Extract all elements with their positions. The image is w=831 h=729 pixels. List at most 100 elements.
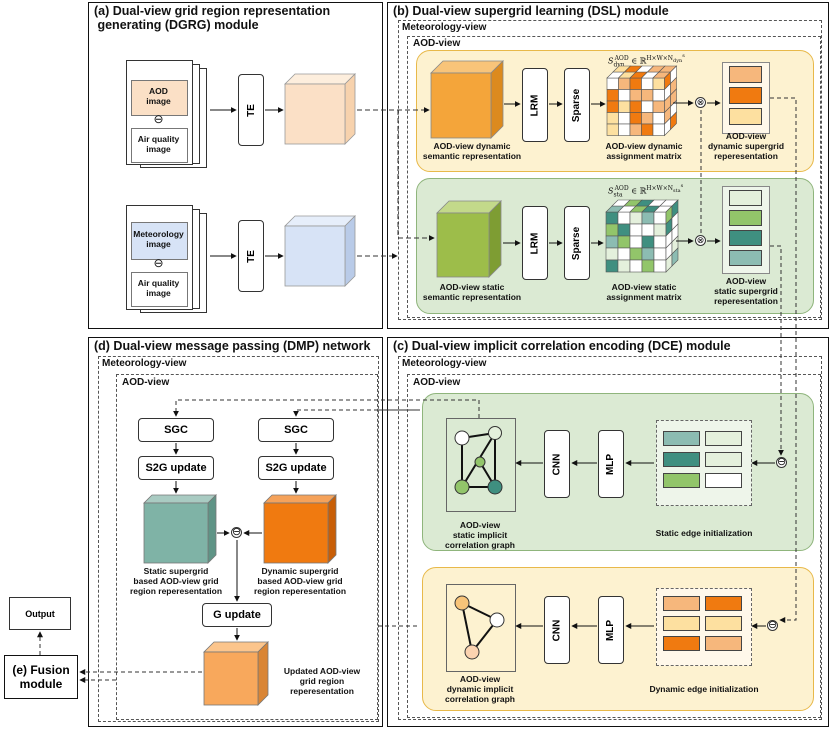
matrix-cell <box>652 112 665 125</box>
te-block-met: TE <box>238 220 264 292</box>
matrix-cell <box>641 223 655 237</box>
otimes-icon-dynamic: ⊗ <box>695 97 706 108</box>
graph-node <box>454 430 470 446</box>
dynamic-correlation-graph <box>461 602 498 653</box>
matrix-cell <box>652 100 665 113</box>
matrix-cell <box>641 235 655 249</box>
minus-icon: ⊖ <box>153 256 164 270</box>
otimes-icon-static: ⊗ <box>695 235 706 246</box>
matrix-cell <box>629 247 643 261</box>
dynamic-assignment-caption: AOD-view dynamic assignment matrix <box>605 141 683 161</box>
matrix-cell <box>652 77 665 90</box>
graph-node <box>464 644 480 660</box>
static-edge-cell <box>705 431 742 446</box>
static-semantic-caption: AOD-view static semantic representation <box>422 282 522 302</box>
sparse-block-dynamic: Sparse <box>564 68 590 142</box>
matrix-cell <box>617 259 631 273</box>
matrix-cell <box>618 112 631 125</box>
matrix-cell <box>629 123 642 136</box>
static-supergrid-dmp-caption: Static supergrid based AOD-view grid reg… <box>129 566 223 596</box>
sgc-block-static: SGC <box>138 418 214 442</box>
matrix-cell <box>653 247 667 261</box>
minus-icon-dmp: ⊖ <box>231 526 242 538</box>
dynamic-edge-cell <box>663 596 700 611</box>
dynamic-semantic-cube <box>430 60 504 139</box>
matrix-cell <box>629 89 642 102</box>
static-edge-cell <box>705 473 742 488</box>
matrix-cell <box>653 223 667 237</box>
matrix-cell <box>617 247 631 261</box>
dashed-arrow <box>293 409 420 417</box>
dmp-aod-label: AOD-view <box>122 377 170 388</box>
aod-image-label: AOD image <box>146 86 171 106</box>
updated-dmp-cube <box>203 641 269 706</box>
dynamic-dmp-cube <box>263 494 337 564</box>
dashed-arrow <box>397 110 435 241</box>
aod-image <box>131 80 188 116</box>
dynamic-edge-cell <box>663 616 700 631</box>
dashed-arrow <box>770 245 784 456</box>
matrix-cell <box>641 112 654 125</box>
graph-node <box>489 612 505 628</box>
output-box: Output <box>9 597 71 630</box>
mlp-block-dynamic: MLP <box>598 596 624 664</box>
cnn-block-static: CNN <box>544 430 570 498</box>
static-supergrid-strip <box>729 190 762 206</box>
dashed-arrow <box>173 399 480 418</box>
s2g-update-dynamic: S2G update <box>258 456 334 480</box>
s2g-update-static: S2G update <box>138 456 214 480</box>
matrix-cell <box>653 211 667 225</box>
graph-node <box>454 479 470 495</box>
air-quality-image-2 <box>131 272 188 307</box>
matrix-cell <box>629 211 643 225</box>
graph-node <box>488 426 502 440</box>
matrix-cell <box>641 247 655 261</box>
static-dmp-cube <box>143 494 217 564</box>
static-edge-caption: Static edge initialization <box>655 528 753 538</box>
dsl-aod-label: AOD-view <box>413 38 461 49</box>
static-semantic-cube <box>436 200 502 278</box>
panel-dce-title: (c) Dual-view implicit correlation encod… <box>393 339 731 353</box>
matrix-cell <box>641 77 654 90</box>
dce-meteorology-view <box>398 356 822 720</box>
panel-dgrg-title: (a) Dual-view grid region representation… <box>94 4 331 32</box>
dmp-meteorology-view <box>98 356 379 722</box>
dynamic-assignment-matrix <box>606 65 678 137</box>
matrix-cell <box>629 235 643 249</box>
minus-icon-static-edge: ⊖ <box>776 456 787 468</box>
dynamic-edge-cell <box>705 596 742 611</box>
matrix-cell <box>652 89 665 102</box>
aod-grid-cube <box>284 73 356 145</box>
matrix-cell <box>641 259 655 273</box>
matrix-cell <box>618 100 631 113</box>
g-update-block: G update <box>202 603 272 627</box>
matrix-cell <box>641 89 654 102</box>
panel-dmp-title: (d) Dual-view message passing (DMP) netw… <box>94 339 371 353</box>
dynamic-edge-caption: Dynamic edge initialization <box>649 684 759 694</box>
matrix-cell <box>605 247 619 261</box>
air-quality-image-1 <box>131 128 188 163</box>
matrix-cell <box>605 211 619 225</box>
graph-node <box>454 595 470 611</box>
dynamic-supergrid-strip <box>729 108 762 125</box>
dynamic-supergrid-caption: AOD-view dynamic supergrid reperesentati… <box>707 131 785 161</box>
dynamic-semantic-caption: AOD-view dynamic semantic representation <box>422 141 522 161</box>
dynamic-edge-cell <box>705 616 742 631</box>
matrix-cell <box>641 123 654 136</box>
dsl-meteorology-label: Meteorology-view <box>402 22 487 33</box>
matrix-cell <box>606 123 619 136</box>
lrm-block-static: LRM <box>522 206 548 280</box>
static-assignment-matrix <box>605 199 679 273</box>
matrix-cell <box>605 235 619 249</box>
dce-aod-label: AOD-view <box>413 377 461 388</box>
matrix-cell <box>629 112 642 125</box>
dmp-meteorology-label: Meteorology-view <box>102 358 187 369</box>
matrix-cell <box>617 223 631 237</box>
dynamic-edge-cell <box>663 636 700 651</box>
matrix-cell <box>653 235 667 249</box>
static-edge-cell <box>663 473 700 488</box>
mlp-block-static: MLP <box>598 430 624 498</box>
matrix-cell <box>641 100 654 113</box>
air-quality-image-1-label: Air quality image <box>137 134 180 154</box>
